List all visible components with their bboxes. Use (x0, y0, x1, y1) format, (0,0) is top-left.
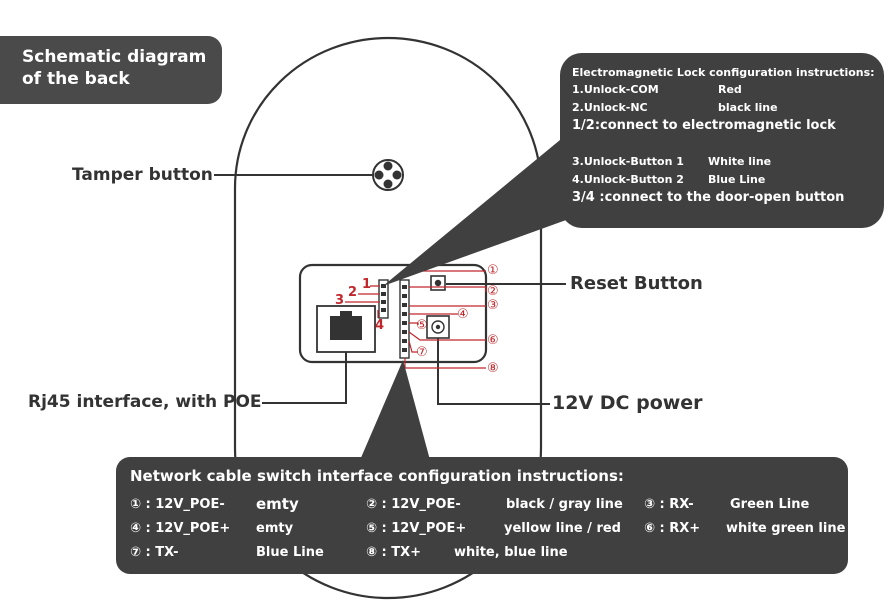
net-pin-3: ③ : RX- (644, 497, 694, 512)
lock-row-1: 1.Unlock-COM Red (572, 83, 742, 96)
pin-number-4: 4 (375, 318, 385, 333)
net-pin-3-value: Green Line (730, 497, 810, 512)
circled-6: ⑥ (487, 333, 499, 348)
device-body (233, 36, 543, 600)
lock-row-4: 4.Unlock-Button 2 Blue Line (572, 173, 766, 186)
network-callout-wedge (360, 360, 430, 460)
tamper-button-icon (372, 159, 404, 191)
title-line-2: of the back (22, 69, 130, 89)
rj45-label: Rj45 interface, with POE (28, 392, 262, 412)
lock-row-2: 2.Unlock-NC black line (572, 101, 778, 114)
net-pin-4-value: emty (256, 521, 294, 536)
network-instructions-box: Network cable switch interface configura… (116, 457, 848, 574)
diagram-title: Schematic diagram of the back (0, 36, 222, 104)
circled-8: ⑧ (487, 361, 499, 376)
circled-5: ⑤ (416, 318, 428, 333)
net-pin-4: ④ : 12V_POE+ (130, 521, 231, 536)
lock-note-2: 3/4 :connect to the door-open button (572, 190, 845, 205)
lock-note-1: 1/2:connect to electromagnetic lock (572, 118, 836, 133)
lock-instructions-box: Electromagnetic Lock configuration instr… (560, 53, 884, 228)
net-pin-2: ② : 12V_POE- (366, 497, 461, 512)
network-terminal (399, 279, 410, 359)
pin-number-1: 1 (362, 277, 372, 292)
network-heading: Network cable switch interface configura… (130, 467, 624, 485)
dc-leader (437, 338, 550, 405)
net-pin-1: ① : 12V_POE- (130, 497, 225, 512)
net-pin-5: ⑤ : 12V_POE+ (366, 521, 467, 536)
reset-button-label: Reset Button (570, 273, 703, 294)
circled-4: ④ (457, 307, 469, 322)
circled-2: ② (487, 284, 499, 299)
net-pin-2-value: black / gray line (506, 497, 623, 512)
pin-number-2: 2 (348, 285, 358, 300)
dc-power-label: 12V DC power (552, 392, 703, 414)
pin-number-3: 3 (335, 293, 345, 308)
net-pin-6-value: white green line (726, 521, 846, 536)
net-pin-8: ⑧ : TX+ (366, 545, 422, 560)
lock-callout-wedge (383, 140, 580, 286)
circled-3: ③ (487, 298, 499, 313)
net-pin-7-value: Blue Line (256, 545, 324, 560)
rj45-leader (262, 352, 347, 404)
net-pin-6: ⑥ : RX+ (644, 521, 701, 536)
net-pin-1-value: emty (256, 495, 299, 513)
connector-panel (298, 263, 488, 364)
title-line-1: Schematic diagram (22, 47, 207, 67)
tamper-button-label: Tamper button (72, 165, 213, 185)
lock-terminal (378, 279, 389, 319)
net-pin-8-value: white, blue line (454, 545, 568, 560)
circled-1: ① (487, 263, 499, 278)
net-pin-7: ⑦ : TX- (130, 545, 179, 560)
lock-heading: Electromagnetic Lock configuration instr… (572, 66, 875, 79)
reset-button-icon (430, 275, 446, 291)
rj45-port-icon (316, 305, 376, 353)
net-pin-5-value: yellow line / red (504, 521, 621, 536)
lock-row-3: 3.Unlock-Button 1 White line (572, 155, 772, 168)
circled-7: ⑦ (416, 345, 428, 360)
